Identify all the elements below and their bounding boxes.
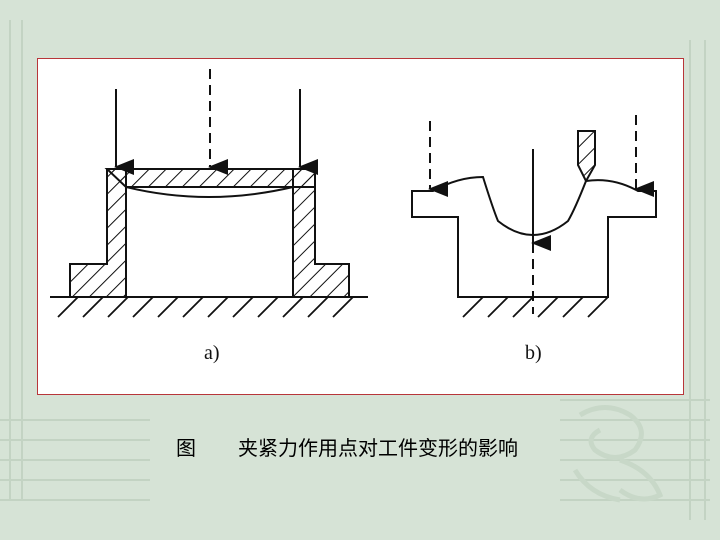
ground-hatch-a [57, 296, 354, 318]
dragon-ornament [572, 405, 664, 503]
part-a-left-section [69, 168, 127, 298]
cutter-tool [577, 130, 596, 184]
diagram-a [50, 69, 368, 318]
diagram-b [411, 115, 657, 318]
caption-text: 夹紧力作用点对工件变形的影响 [238, 436, 518, 460]
ground-hatch-b [462, 296, 609, 318]
label-a: a) [204, 342, 220, 364]
deformed-curve-a [125, 186, 294, 198]
part-a-right-section [292, 168, 350, 298]
figure-frame: a) b) [37, 58, 684, 395]
caption-figure-word: 图 [176, 436, 196, 460]
label-b: b) [525, 342, 542, 364]
part-a-top-plate [104, 168, 316, 188]
